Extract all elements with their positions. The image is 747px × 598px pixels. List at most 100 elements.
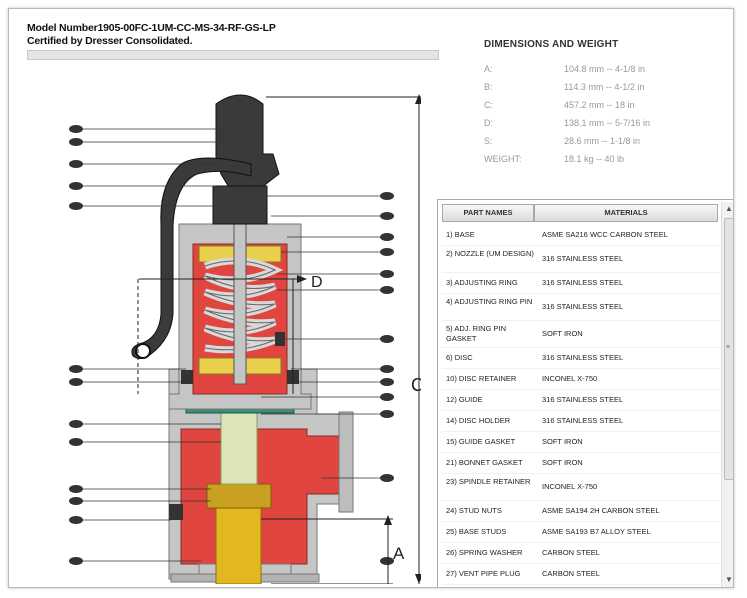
part-name: 2) NOZZLE (UM DESIGN) [446,249,534,258]
part-name: 15) GUIDE GASKET [446,437,516,446]
material: INCONEL X-750 [542,374,598,383]
table-scrollbar[interactable]: ▲ ≡ ▼ [721,202,733,587]
material: ASME SA193 B7 ALLOY STEEL [542,527,651,536]
arrow-c-bottom [415,574,421,584]
dimension-lines [137,96,421,584]
dimension-key: B: [484,82,493,92]
arrow-c-top [415,94,421,104]
valve-cutaway-diagram: C D A [69,94,421,584]
callout-marker [380,378,394,386]
arrow-d [297,275,307,283]
dimensions-title: DIMENSIONS AND WEIGHT [484,39,619,50]
material: 316 STAINLESS STEEL [542,353,624,362]
adjusting-pin [169,504,183,520]
scroll-grip-icon: ≡ [726,344,731,351]
parts-table-header: PART NAMES MATERIALS [442,204,720,222]
callout-marker [69,485,83,493]
scroll-up-arrow-icon[interactable]: ▲ [725,204,733,213]
loading-bar [27,50,439,60]
parts-table-panel: PART NAMES MATERIALS 1) BASE ASME SA216 W… [437,199,733,587]
part-name: 24) STUD NUTS [446,506,502,515]
material: SOFT IRON [542,329,583,338]
table-row[interactable]: 1) BASE ASME SA216 WCC CARBON STEEL [442,225,720,246]
callout-marker [69,516,83,524]
table-row[interactable]: 27) VENT PIPE PLUG CARBON STEEL [442,564,720,585]
material: CARBON STEEL [542,548,600,557]
dim-label-d: D [311,274,323,291]
dimension-key: A: [484,64,493,74]
callout-marker [380,212,394,220]
material: CARBON STEEL [542,569,600,578]
callout-marker [69,438,83,446]
table-row[interactable]: 24) STUD NUTS ASME SA194 2H CARBON STEEL [442,501,720,522]
callout-marker [380,270,394,278]
part-name: 6) DISC [446,353,473,362]
table-row[interactable]: 12) GUIDE 316 STAINLESS STEEL [442,390,720,411]
table-row[interactable]: 14) DISC HOLDER 316 STAINLESS STEEL [442,411,720,432]
dimension-key: D: [484,118,493,128]
callout-marker [380,557,394,565]
callout-marker [69,160,83,168]
material: 316 STAINLESS STEEL [542,395,624,404]
callout-marker [69,378,83,386]
dimension-value: 138.1 mm -- 5-7/16 in [564,118,651,128]
table-row[interactable]: 26) SPRING WASHER CARBON STEEL [442,543,720,564]
material: ASME SA194 2H CARBON STEEL [542,506,660,515]
column-header-materials[interactable]: MATERIALS [534,204,718,222]
table-row[interactable]: 2) NOZZLE (UM DESIGN) 316 STAINLESS STEEL [442,246,720,273]
model-number: Model Number1905-00FC-1UM-CC-MS-34-RF-GS… [27,22,276,34]
callout-marker [380,335,394,343]
dimension-value: 104.8 mm -- 4-1/8 in [564,64,646,74]
spring-coils-outline [204,260,277,351]
adjusting-ring [206,483,272,509]
callout-marker [69,138,83,146]
material: ASME SA216 WCC CARBON STEEL [542,230,668,239]
material: SOFT IRON [542,458,583,467]
part-name: 26) SPRING WASHER [446,548,523,557]
callout-marker [69,497,83,505]
disc-holder [220,403,258,485]
material: 316 STAINLESS STEEL [542,416,624,425]
lever-ring [135,343,151,359]
callout-marker [69,182,83,190]
table-row[interactable]: 5) ADJ. RING PIN GASKET SOFT IRON [442,321,720,348]
part-name: 23) SPINDLE RETAINER [446,477,531,486]
part-name: 21) BONNET GASKET [446,458,523,467]
cap-assembly [215,94,280,195]
part-name: 5) ADJ. RING PIN GASKET [446,324,507,343]
callout-marker [69,365,83,373]
part-name: 14) DISC HOLDER [446,416,511,425]
table-row[interactable]: 21) BONNET GASKET SOFT IRON [442,453,720,474]
callouts-right [261,195,386,479]
dimension-key: C: [484,100,493,110]
callout-marker [69,420,83,428]
lever-arm [131,157,252,360]
part-name: 1) BASE [446,230,475,239]
callout-marker [380,410,394,418]
callout-marker [380,365,394,373]
table-row[interactable]: 6) DISC 316 STAINLESS STEEL [442,348,720,369]
dimension-value: 114.3 mm -- 4-1/2 in [564,82,645,92]
material: 316 STAINLESS STEEL [542,302,624,311]
scroll-thumb[interactable] [724,218,733,480]
column-header-part-names[interactable]: PART NAMES [442,204,534,222]
material: 316 STAINLESS STEEL [542,278,624,287]
dimension-key: WEIGHT: [484,154,522,164]
callouts-left [76,128,226,562]
callout-marker [380,248,394,256]
part-name: 12) GUIDE [446,395,483,404]
callout-marker [69,557,83,565]
callout-marker [69,202,83,210]
callout-marker [380,286,394,294]
part-name: 27) VENT PIPE PLUG [446,569,521,578]
arrow-a [384,515,392,525]
callout-marker [69,125,83,133]
scroll-down-arrow-icon[interactable]: ▼ [725,575,733,584]
material: 316 STAINLESS STEEL [542,254,624,263]
